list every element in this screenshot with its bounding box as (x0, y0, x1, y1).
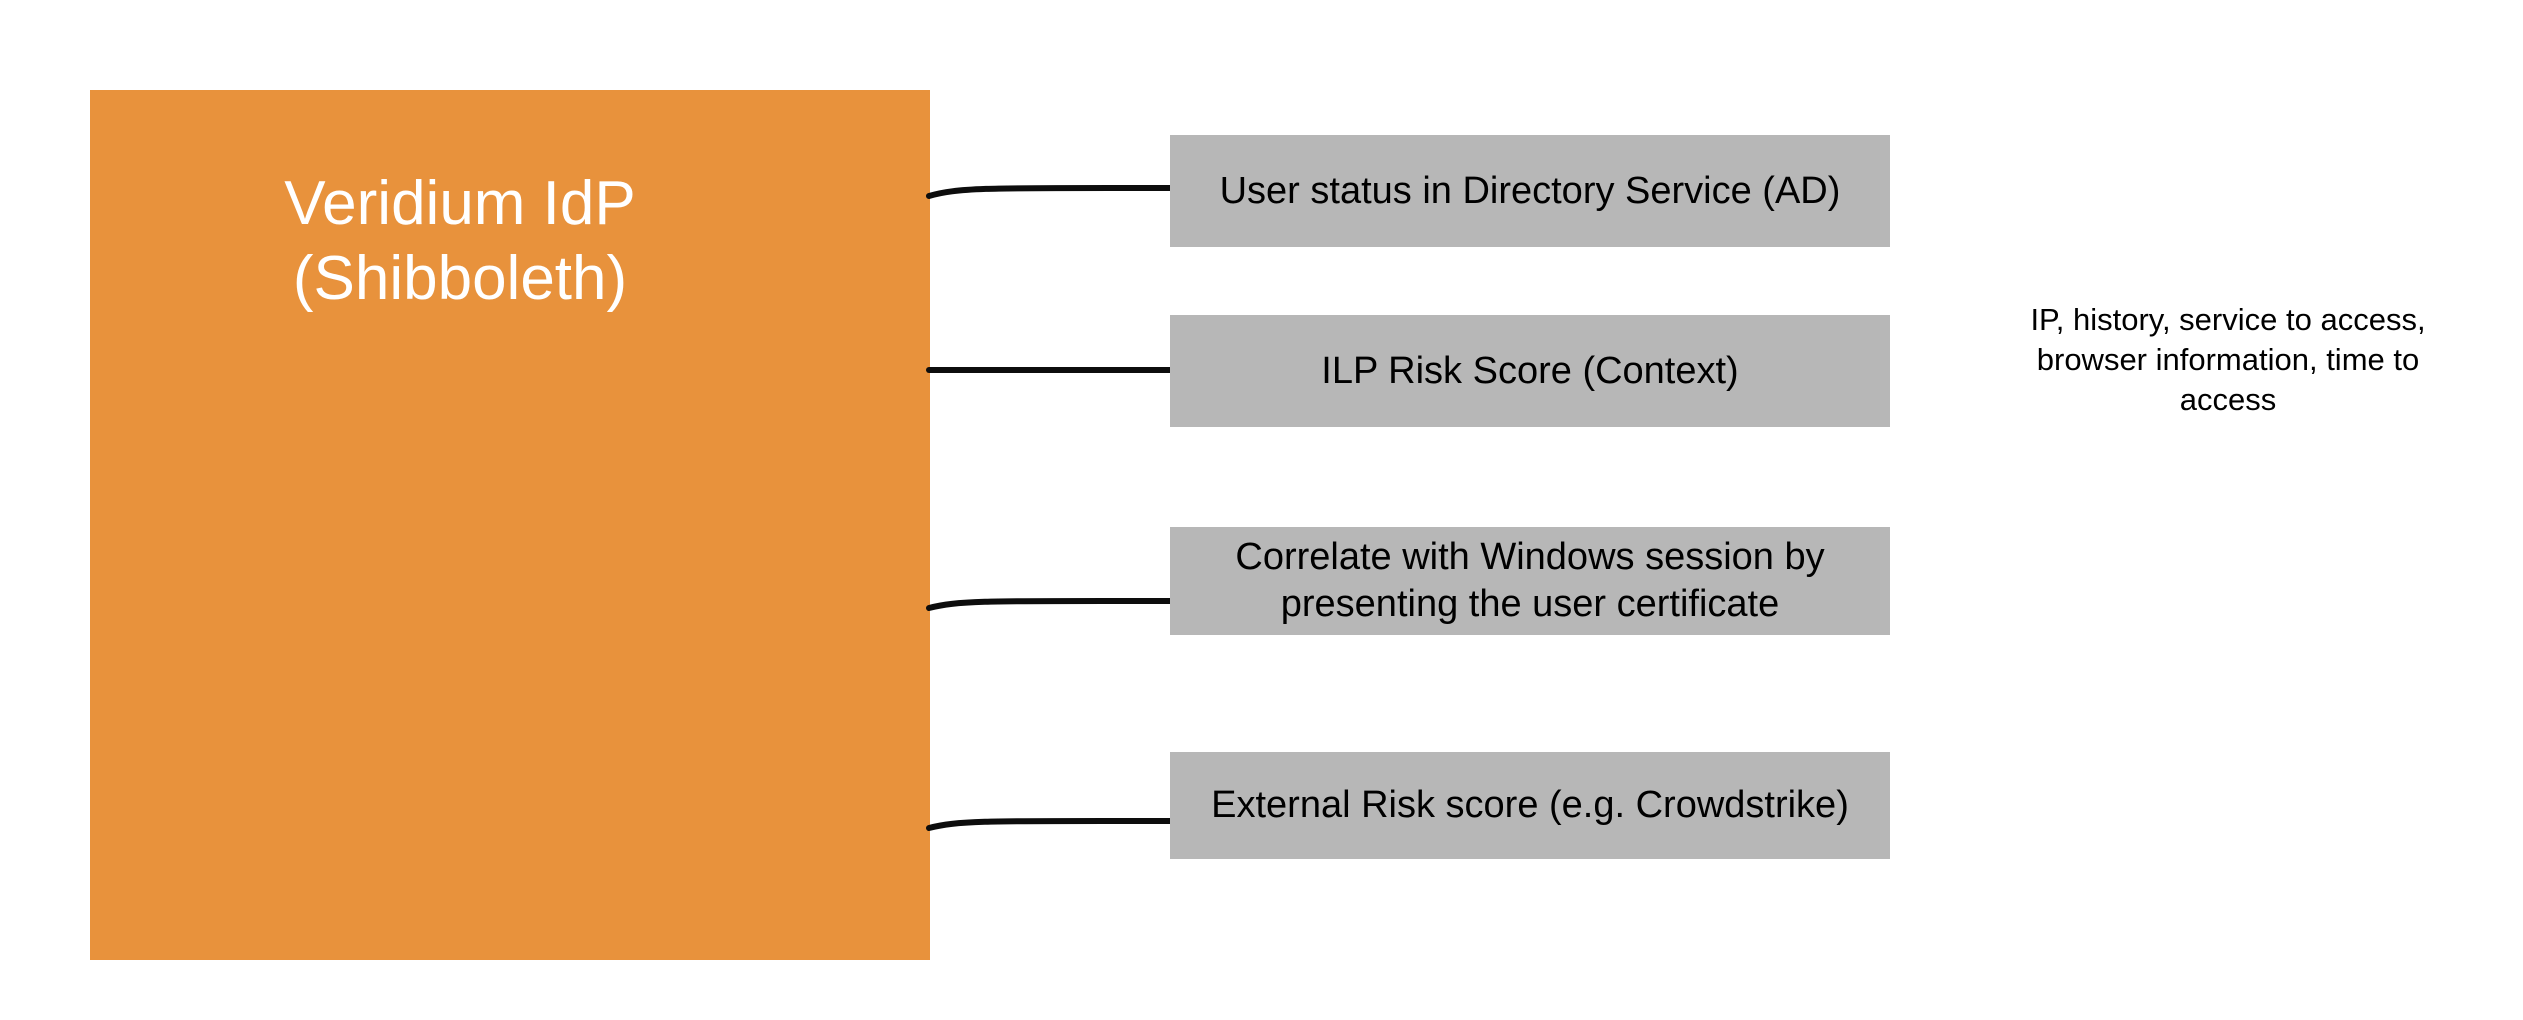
context-annotation-line3: access (2179, 382, 2277, 417)
idp-box-label: Veridium IdP (Shibboleth) (90, 166, 830, 316)
context-annotation: IP, history, service to access, browser … (1948, 300, 2508, 420)
source-box-user-status: User status in Directory Service (AD) (1170, 135, 1890, 247)
source-box-ilp-risk-score-label: ILP Risk Score (Context) (1321, 349, 1739, 392)
idp-box-label-line1: Veridium IdP (284, 169, 636, 238)
veridium-idp-box: Veridium IdP (Shibboleth) (90, 90, 930, 960)
source-box-correlate-windows-session: Correlate with Windows session by presen… (1170, 527, 1890, 635)
source-box-ilp-risk-score: ILP Risk Score (Context) (1170, 315, 1890, 427)
connector-line-user-status (926, 184, 1173, 199)
source-box-external-risk-score-label: External Risk score (e.g. Crowdstrike) (1211, 784, 1849, 826)
connector-line-correlate (926, 597, 1173, 611)
source-box-external-risk-score: External Risk score (e.g. Crowdstrike) (1170, 752, 1890, 859)
connector-line-external-risk (926, 817, 1173, 831)
context-annotation-line1: IP, history, service to access, (2030, 302, 2426, 337)
idp-box-label-line2: (Shibboleth) (292, 244, 628, 313)
context-annotation-line2: browser information, time to (2036, 342, 2420, 377)
source-box-correlate-windows-session-label: Correlate with Windows session by presen… (1235, 536, 1825, 625)
source-box-user-status-label: User status in Directory Service (AD) (1219, 169, 1841, 212)
